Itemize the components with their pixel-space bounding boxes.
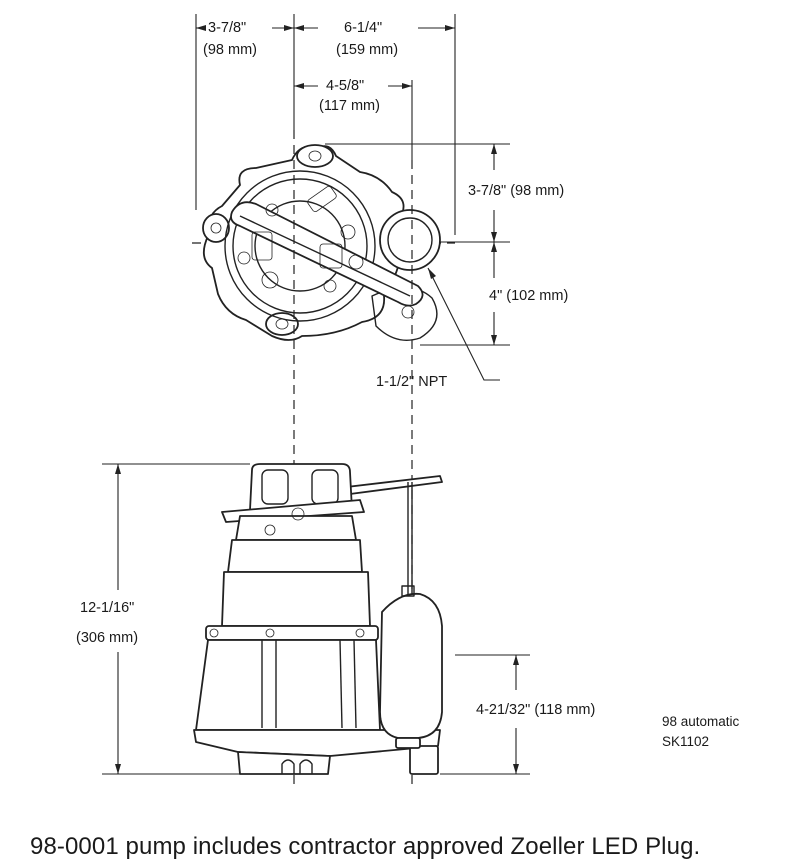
dim-center-offset-metric: (117 mm) bbox=[319, 98, 380, 114]
caption: 98-0001 pump includes contractor approve… bbox=[30, 833, 701, 860]
model-note-line1: 98 automatic bbox=[662, 714, 740, 729]
dim-center-offset-imperial: 4-5/8" bbox=[326, 78, 364, 94]
pump-top-view bbox=[202, 144, 441, 341]
dim-top-left-metric: (98 mm) bbox=[203, 42, 257, 58]
dim-switch-height: 4-21/32" (118 mm) bbox=[476, 702, 595, 718]
dim-discharge-npt: 1-1/2" NPT bbox=[376, 374, 447, 390]
dim-overall-height-imperial: 12-1/16" bbox=[80, 600, 134, 616]
dim-right-lower: 4" (102 mm) bbox=[489, 288, 568, 304]
dim-top-left-imperial: 3-7/8" bbox=[208, 20, 246, 36]
dim-top-total-metric: (159 mm) bbox=[336, 42, 398, 58]
model-note-line2: SK1102 bbox=[662, 734, 709, 749]
dim-overall-height-metric: (306 mm) bbox=[76, 630, 138, 646]
pump-side-view bbox=[193, 463, 443, 775]
dim-right-upper: 3-7/8" (98 mm) bbox=[468, 183, 564, 199]
side-view-dimension-lines bbox=[102, 463, 530, 775]
dim-top-total-imperial: 6-1/4" bbox=[344, 20, 382, 36]
top-view-dimension-lines bbox=[192, 14, 510, 381]
